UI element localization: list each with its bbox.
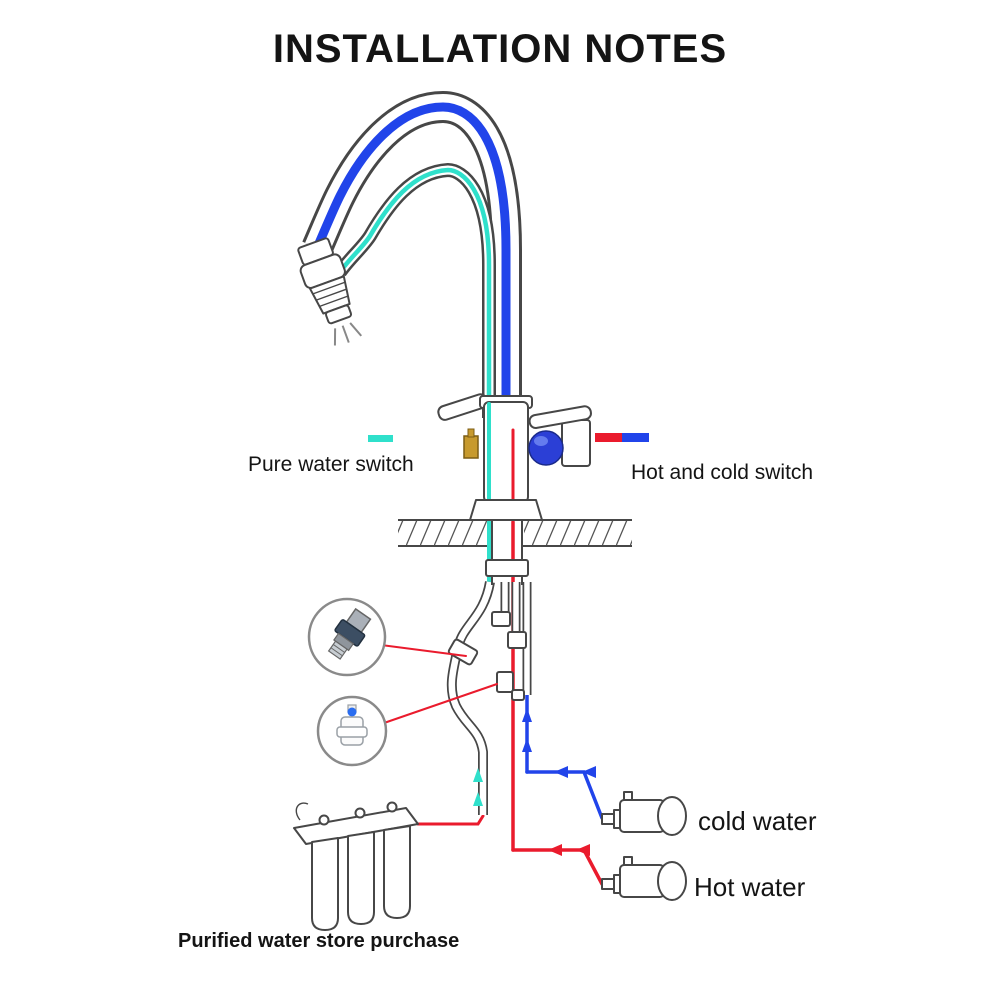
filter-port — [354, 807, 366, 819]
pure-water-tube-outline — [334, 163, 496, 418]
faucet-shank — [485, 520, 529, 585]
filter-cartridge — [347, 831, 375, 925]
spray-head — [297, 237, 363, 346]
brass-valve-stem — [463, 435, 479, 459]
hot-flow-left-arrow — [548, 844, 562, 856]
pure-water-legend-dash — [368, 435, 393, 442]
callout-leader-line — [383, 683, 498, 724]
hot-cold-water-line-in-spout — [312, 102, 511, 423]
faucet-body-group — [437, 393, 592, 521]
countertop — [398, 519, 632, 547]
flow-arrows — [473, 708, 596, 856]
pure-flow-up-arrow — [473, 768, 483, 782]
cold-flow-left-arrow — [582, 766, 596, 778]
hot-flow-left-arrow — [576, 844, 590, 856]
pure-hose-connector — [447, 638, 479, 666]
callout-leader-line — [380, 644, 467, 657]
brass-valve-stem-tip — [467, 428, 475, 438]
purified-water-label: Purified water store purchase — [178, 930, 459, 952]
blue-cartridge-knob — [528, 430, 564, 466]
filter-port — [386, 801, 398, 813]
pure-water-switch-label: Pure water switch — [248, 453, 414, 476]
cold-flow-left-arrow — [554, 766, 568, 778]
pure-water-line-in-spout — [337, 167, 492, 421]
mounting-nut — [485, 559, 529, 577]
valve-outlet — [601, 813, 615, 825]
pure-water-tube — [336, 165, 494, 418]
mounting-bracket — [561, 419, 591, 467]
spray-nozzle — [325, 304, 353, 325]
hot-water-legend-dash — [595, 433, 622, 442]
countertop-hatch — [398, 521, 488, 545]
filter-port — [318, 814, 330, 826]
pure-water-hose — [448, 581, 494, 815]
cold-water-label: cold water — [698, 806, 817, 836]
quick-connect-fitting — [496, 671, 514, 693]
valve-handle — [623, 791, 633, 801]
hot-water-label: Hot water — [694, 872, 806, 902]
countertop-hatch — [524, 521, 632, 545]
hot-cold-switch-label: Hot and cold switch — [631, 461, 813, 484]
water-spray-stream — [333, 322, 363, 346]
part-callouts — [307, 597, 498, 767]
hose-fitting — [511, 689, 525, 701]
valve-handle — [623, 856, 633, 866]
faucet-spout — [302, 91, 522, 423]
knob-highlight — [534, 436, 548, 446]
cold-water-valve — [601, 791, 687, 836]
quick-connect-fitting-icon — [336, 704, 368, 746]
hot-cold-handle — [528, 405, 592, 429]
spray-head-ribs — [312, 281, 349, 308]
filter-manifold — [293, 807, 419, 845]
adapter-thread-lines — [330, 644, 345, 657]
fitting-collar — [336, 726, 368, 738]
pure-flow-up-arrow — [473, 792, 483, 806]
water-filter-system — [293, 801, 419, 931]
cold-flow-up-arrow — [522, 738, 532, 752]
faucet-adapter-icon — [327, 607, 372, 660]
adapter-threads — [327, 640, 348, 660]
cold-water-legend-dash — [622, 433, 649, 442]
hose-fittings — [447, 611, 527, 701]
filter-inlet-hose — [295, 802, 309, 821]
filter-cartridge — [383, 825, 411, 919]
cold-water-feed-line — [525, 770, 604, 820]
hot-water-valve — [601, 856, 687, 901]
valve-cap — [657, 861, 687, 901]
filter-output-line — [416, 814, 485, 826]
fitting-blue-clip — [347, 707, 357, 717]
hose-fitting — [507, 631, 527, 649]
mounting-flange — [469, 499, 543, 521]
valve-outlet — [601, 878, 615, 890]
cold-flow-up-arrow — [522, 708, 532, 722]
hose-fitting — [491, 611, 511, 627]
filter-cartridge — [311, 837, 339, 931]
page-title: INSTALLATION NOTES — [273, 27, 727, 71]
valve-cap — [657, 796, 687, 836]
